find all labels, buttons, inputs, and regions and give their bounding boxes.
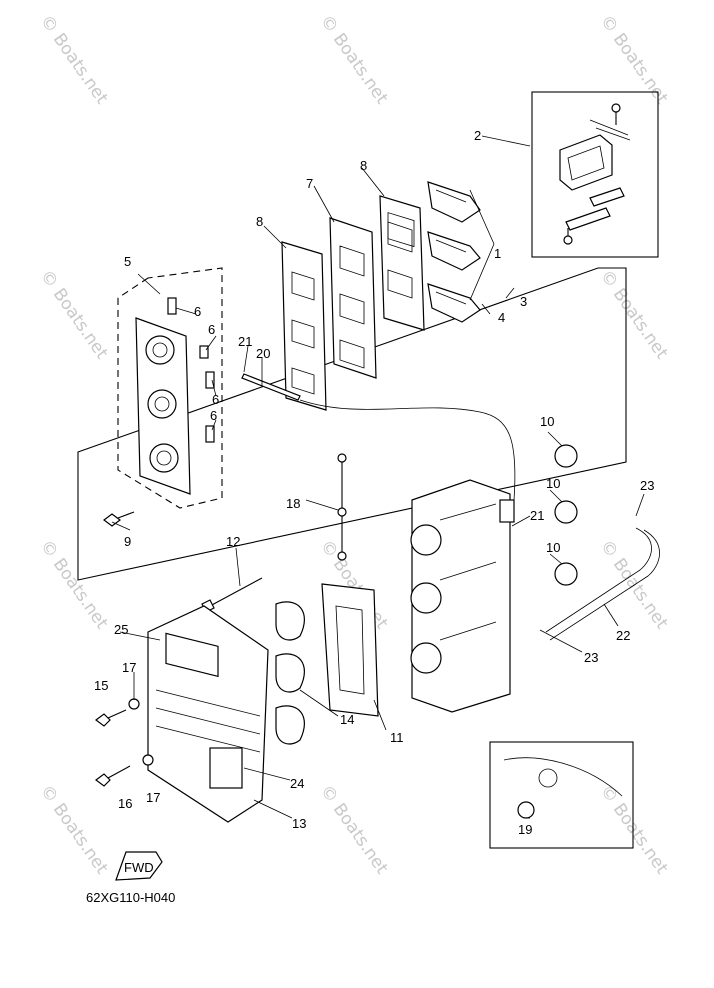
callout-4: 4 <box>498 310 505 325</box>
callout-5: 5 <box>124 254 131 269</box>
watermark: © Boats.net <box>316 781 392 878</box>
watermark: © Boats.net <box>596 781 672 878</box>
callout-14: 14 <box>340 712 354 727</box>
intake-silencer <box>147 605 269 823</box>
pin-20 <box>241 373 301 401</box>
callout-10: 10 <box>546 540 560 555</box>
callout-16: 16 <box>118 796 132 811</box>
reed-valve-assembly <box>427 181 481 323</box>
callout-6: 6 <box>210 408 217 423</box>
manifold-screws <box>167 297 215 443</box>
callout-13: 13 <box>292 816 306 831</box>
fuel-hose <box>299 399 516 501</box>
intake-manifold <box>117 267 223 509</box>
watermark: © Boats.net <box>596 11 672 108</box>
callout-7: 7 <box>306 176 313 191</box>
callout-23: 23 <box>584 650 598 665</box>
callout-2: 2 <box>474 128 481 143</box>
plug-detail-inset <box>489 741 634 849</box>
callout-15: 15 <box>94 678 108 693</box>
watermark-layer: © Boats.net © Boats.net © Boats.net © Bo… <box>36 11 672 878</box>
leader-lines <box>111 135 645 819</box>
callout-20: 20 <box>256 346 270 361</box>
link-rod-18 <box>337 453 347 561</box>
callout-17: 17 <box>146 790 160 805</box>
callout-10: 10 <box>546 476 560 491</box>
watermark: © Boats.net <box>36 781 112 878</box>
callout-22: 22 <box>616 628 630 643</box>
o-rings <box>275 601 305 745</box>
callout-6: 6 <box>194 304 201 319</box>
callout-8: 8 <box>256 214 263 229</box>
callout-9: 9 <box>124 534 131 549</box>
diagram-code: 62XG110-H040 <box>86 890 175 905</box>
watermark: © Boats.net <box>36 266 112 363</box>
callout-18: 18 <box>286 496 300 511</box>
carburetor-block <box>410 479 515 713</box>
callout-21: 21 <box>238 334 252 349</box>
callout-1: 1 <box>494 246 501 261</box>
callouts: 5 6 6 6 6 9 2 1 3 4 8 7 8 21 20 10 10 10… <box>94 128 654 837</box>
assembly-outline <box>77 267 627 581</box>
fwd-arrow: FWD <box>115 851 163 881</box>
callout-12: 12 <box>226 534 240 549</box>
reed-valve-detail-inset <box>531 91 659 258</box>
callout-10: 10 <box>540 414 554 429</box>
bolt-9 <box>103 511 135 527</box>
callout-24: 24 <box>290 776 304 791</box>
watermark: © Boats.net <box>36 11 112 108</box>
clips <box>554 444 578 586</box>
watermark: © Boats.net <box>596 266 672 363</box>
callout-6: 6 <box>208 322 215 337</box>
callout-19: 19 <box>518 822 532 837</box>
fwd-label: FWD <box>124 860 154 875</box>
hose-22 <box>545 527 660 641</box>
callout-17: 17 <box>122 660 136 675</box>
callout-8: 8 <box>360 158 367 173</box>
watermark: © Boats.net <box>36 536 112 633</box>
callout-21: 21 <box>530 508 544 523</box>
silencer-screws <box>95 698 154 787</box>
callout-23: 23 <box>640 478 654 493</box>
callout-25: 25 <box>114 622 128 637</box>
watermark: © Boats.net <box>316 11 392 108</box>
intake-gaskets <box>281 195 425 411</box>
callout-3: 3 <box>520 294 527 309</box>
callout-6: 6 <box>212 392 219 407</box>
gasket-11 <box>321 583 379 717</box>
callout-11: 11 <box>390 730 404 745</box>
bolt-12 <box>201 577 263 613</box>
